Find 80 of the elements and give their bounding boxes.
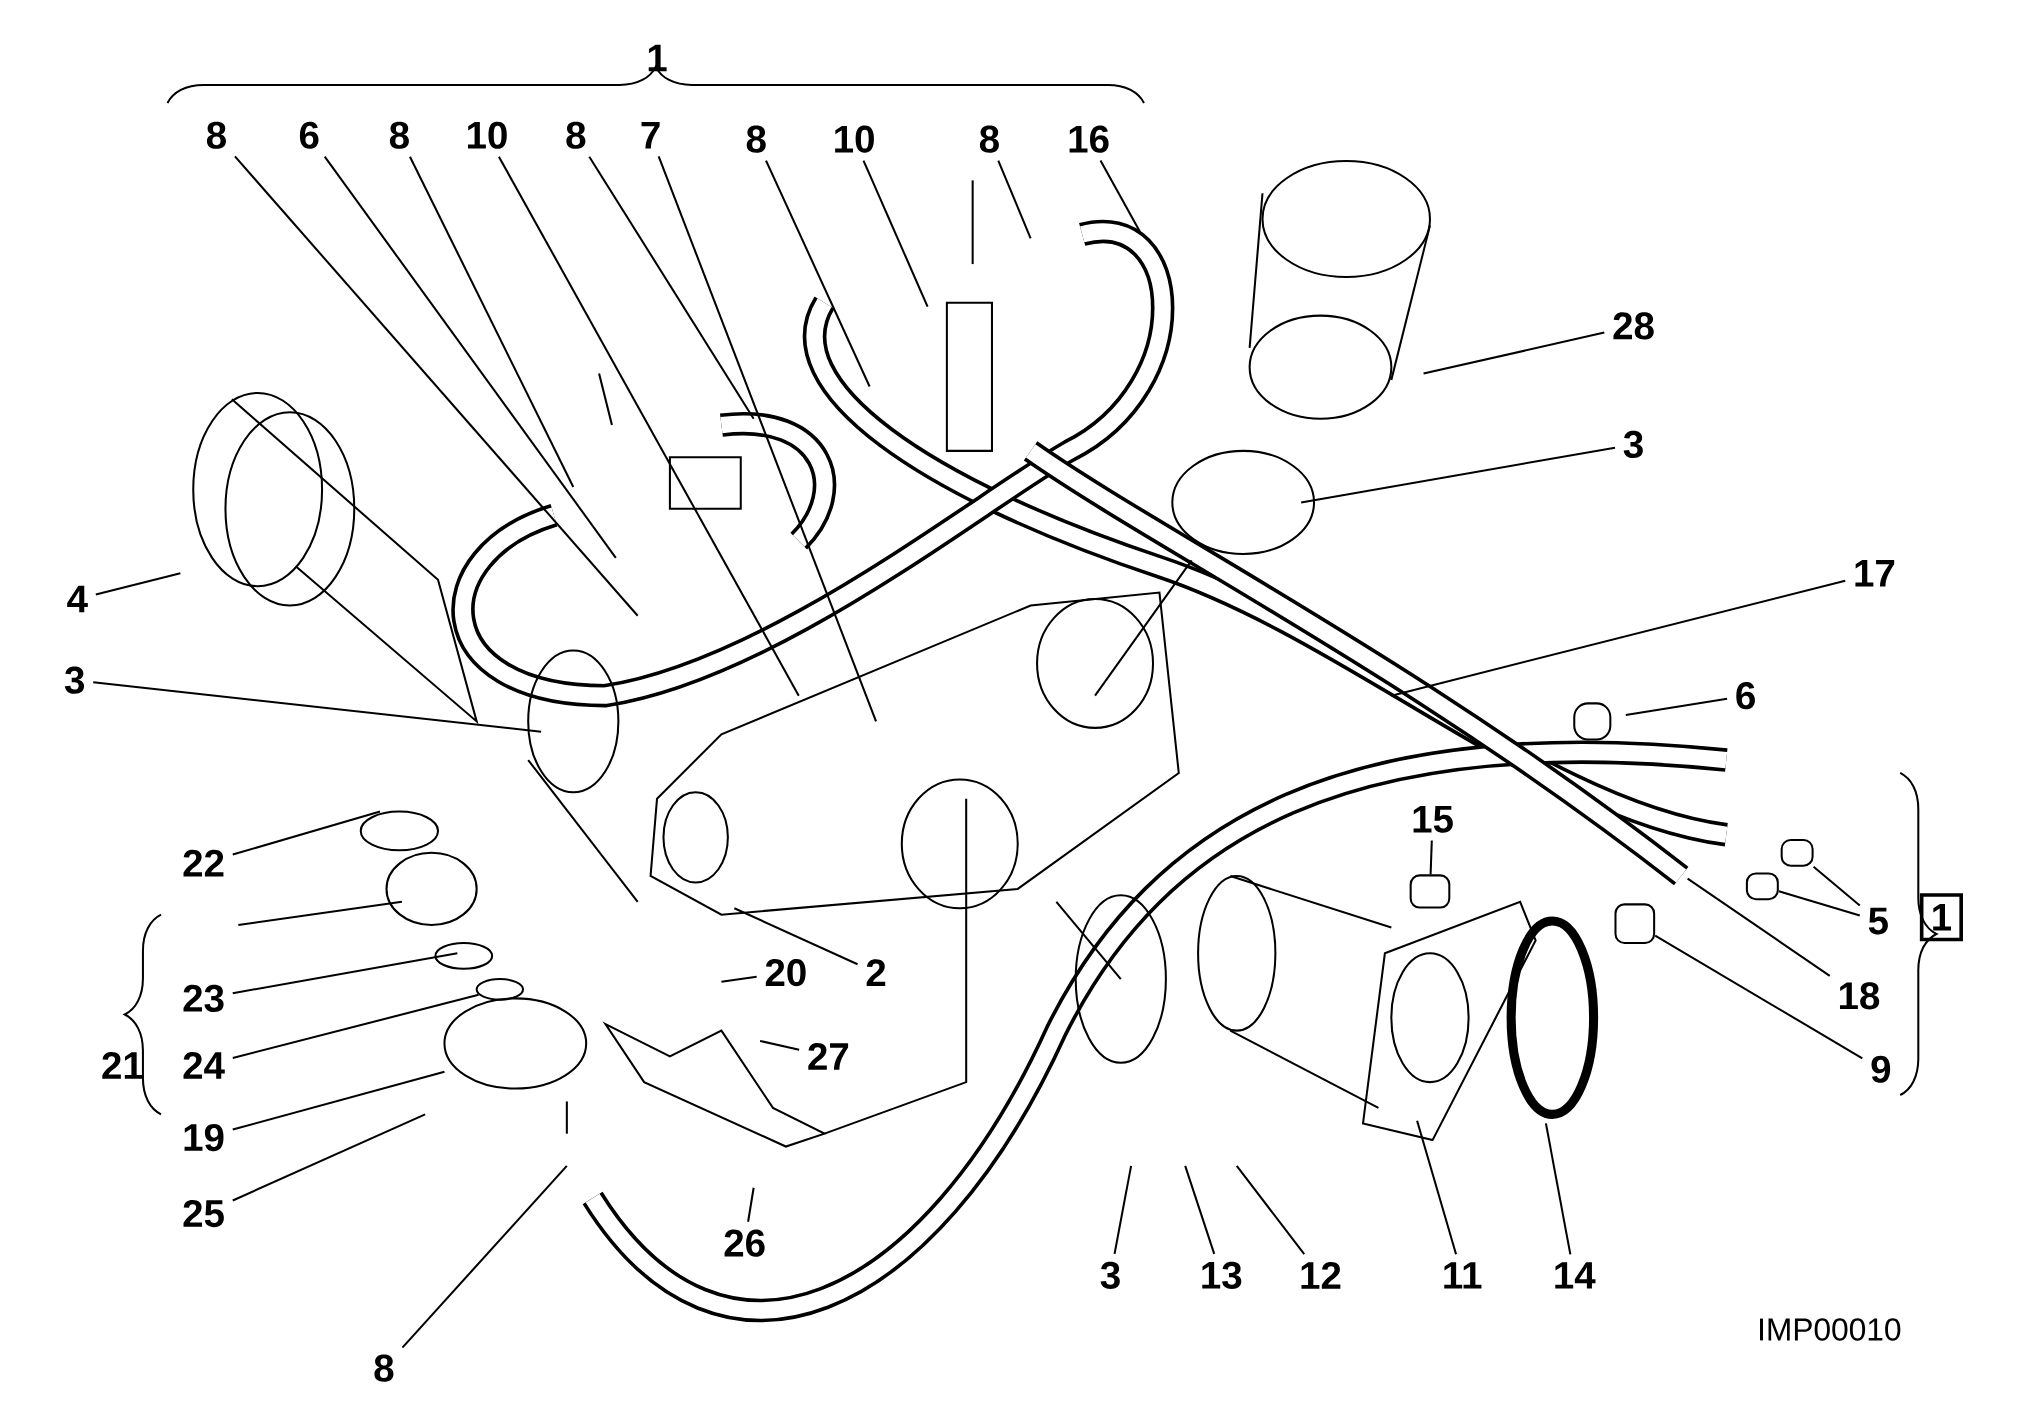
leader-line [409,156,575,488]
boxed-callout-number: 1 [1919,893,1963,942]
leader-line [721,975,757,983]
callout-number: 27 [808,1043,849,1070]
leader-line [93,681,542,733]
callout-number: 21 [102,1052,143,1079]
callout-number: 28 [1613,312,1654,340]
callout-number: 16 [1069,125,1109,153]
leader-line [1184,1165,1216,1255]
leader-line [401,1165,568,1349]
callout-number: 3 [1623,431,1643,459]
leader-line [232,1071,445,1131]
callout-number: 11 [1444,1262,1482,1289]
leader-line [1099,160,1141,233]
callout-number: 25 [183,1200,224,1228]
callout-number: 8 [746,125,766,153]
leader-line [498,156,800,697]
callout-number: 7 [641,122,660,149]
leader-line [232,1113,426,1202]
sleeve-part [1409,874,1451,909]
leader-line [1625,697,1728,717]
sleeve-part [1614,903,1656,945]
callout-number: 17 [1855,560,1895,587]
callout-number: 6 [1736,682,1755,710]
callout-number: 10 [835,125,874,153]
callout-number: 6 [299,121,319,150]
leader-line [657,156,877,722]
leader-line [1778,890,1861,917]
leader-line [997,160,1032,239]
callout-number: 8 [979,125,999,153]
callout-number: 5 [1868,907,1888,935]
callout-number: 3 [64,666,85,694]
leader-line [1235,1165,1306,1255]
callout-number: 10 [468,121,507,150]
leader-line [232,810,381,856]
sleeve-part [1745,872,1779,901]
leader-line [234,155,639,617]
leader-line [232,994,479,1060]
callout-number: 12 [1301,1262,1341,1289]
callout-number: 8 [566,121,586,150]
callout-number: 20 [765,959,806,987]
drawing-code: IMP00010 [1760,1318,1901,1341]
leader-line [1300,446,1616,504]
callout-number: 22 [183,849,224,877]
leader-line [1812,866,1861,907]
leader-line [95,572,181,596]
leader-line [1113,1165,1133,1255]
leader-line [1391,579,1846,697]
callout-number: 3 [1100,1261,1120,1290]
callout-number: 13 [1202,1261,1242,1290]
callout-number: 1 [648,44,667,72]
leader-line [588,156,755,420]
callout-number: 19 [184,1124,224,1152]
leader-line [1654,935,1863,1060]
leader-line [862,160,929,308]
leader-line [1687,877,1831,977]
callout-number: 23 [183,984,224,1013]
callout-number: 14 [1555,1262,1596,1289]
callout-number: 4 [67,585,88,613]
leader-line [1429,840,1433,875]
leader-line [1423,331,1605,375]
leader-line [232,952,458,995]
leader-line [1544,1123,1572,1255]
callout-number: 8 [206,121,226,150]
callout-number: 8 [374,1354,394,1382]
callout-number: 24 [183,1052,225,1079]
leader-line [759,1040,800,1051]
leader-line [747,1187,755,1223]
callout-number: 2 [866,959,886,987]
callout-number: 26 [724,1229,765,1257]
leader-line [323,156,617,559]
callout-number: 8 [389,121,409,150]
o-ring [475,978,525,1001]
callout-number: 15 [1413,806,1453,833]
sleeve-part [1780,839,1814,867]
leader-line [1416,1120,1458,1255]
leader-line [765,160,871,388]
leader-line [733,907,858,966]
callout-number: 9 [1871,1055,1891,1084]
callout-number: 18 [1840,982,1880,1010]
